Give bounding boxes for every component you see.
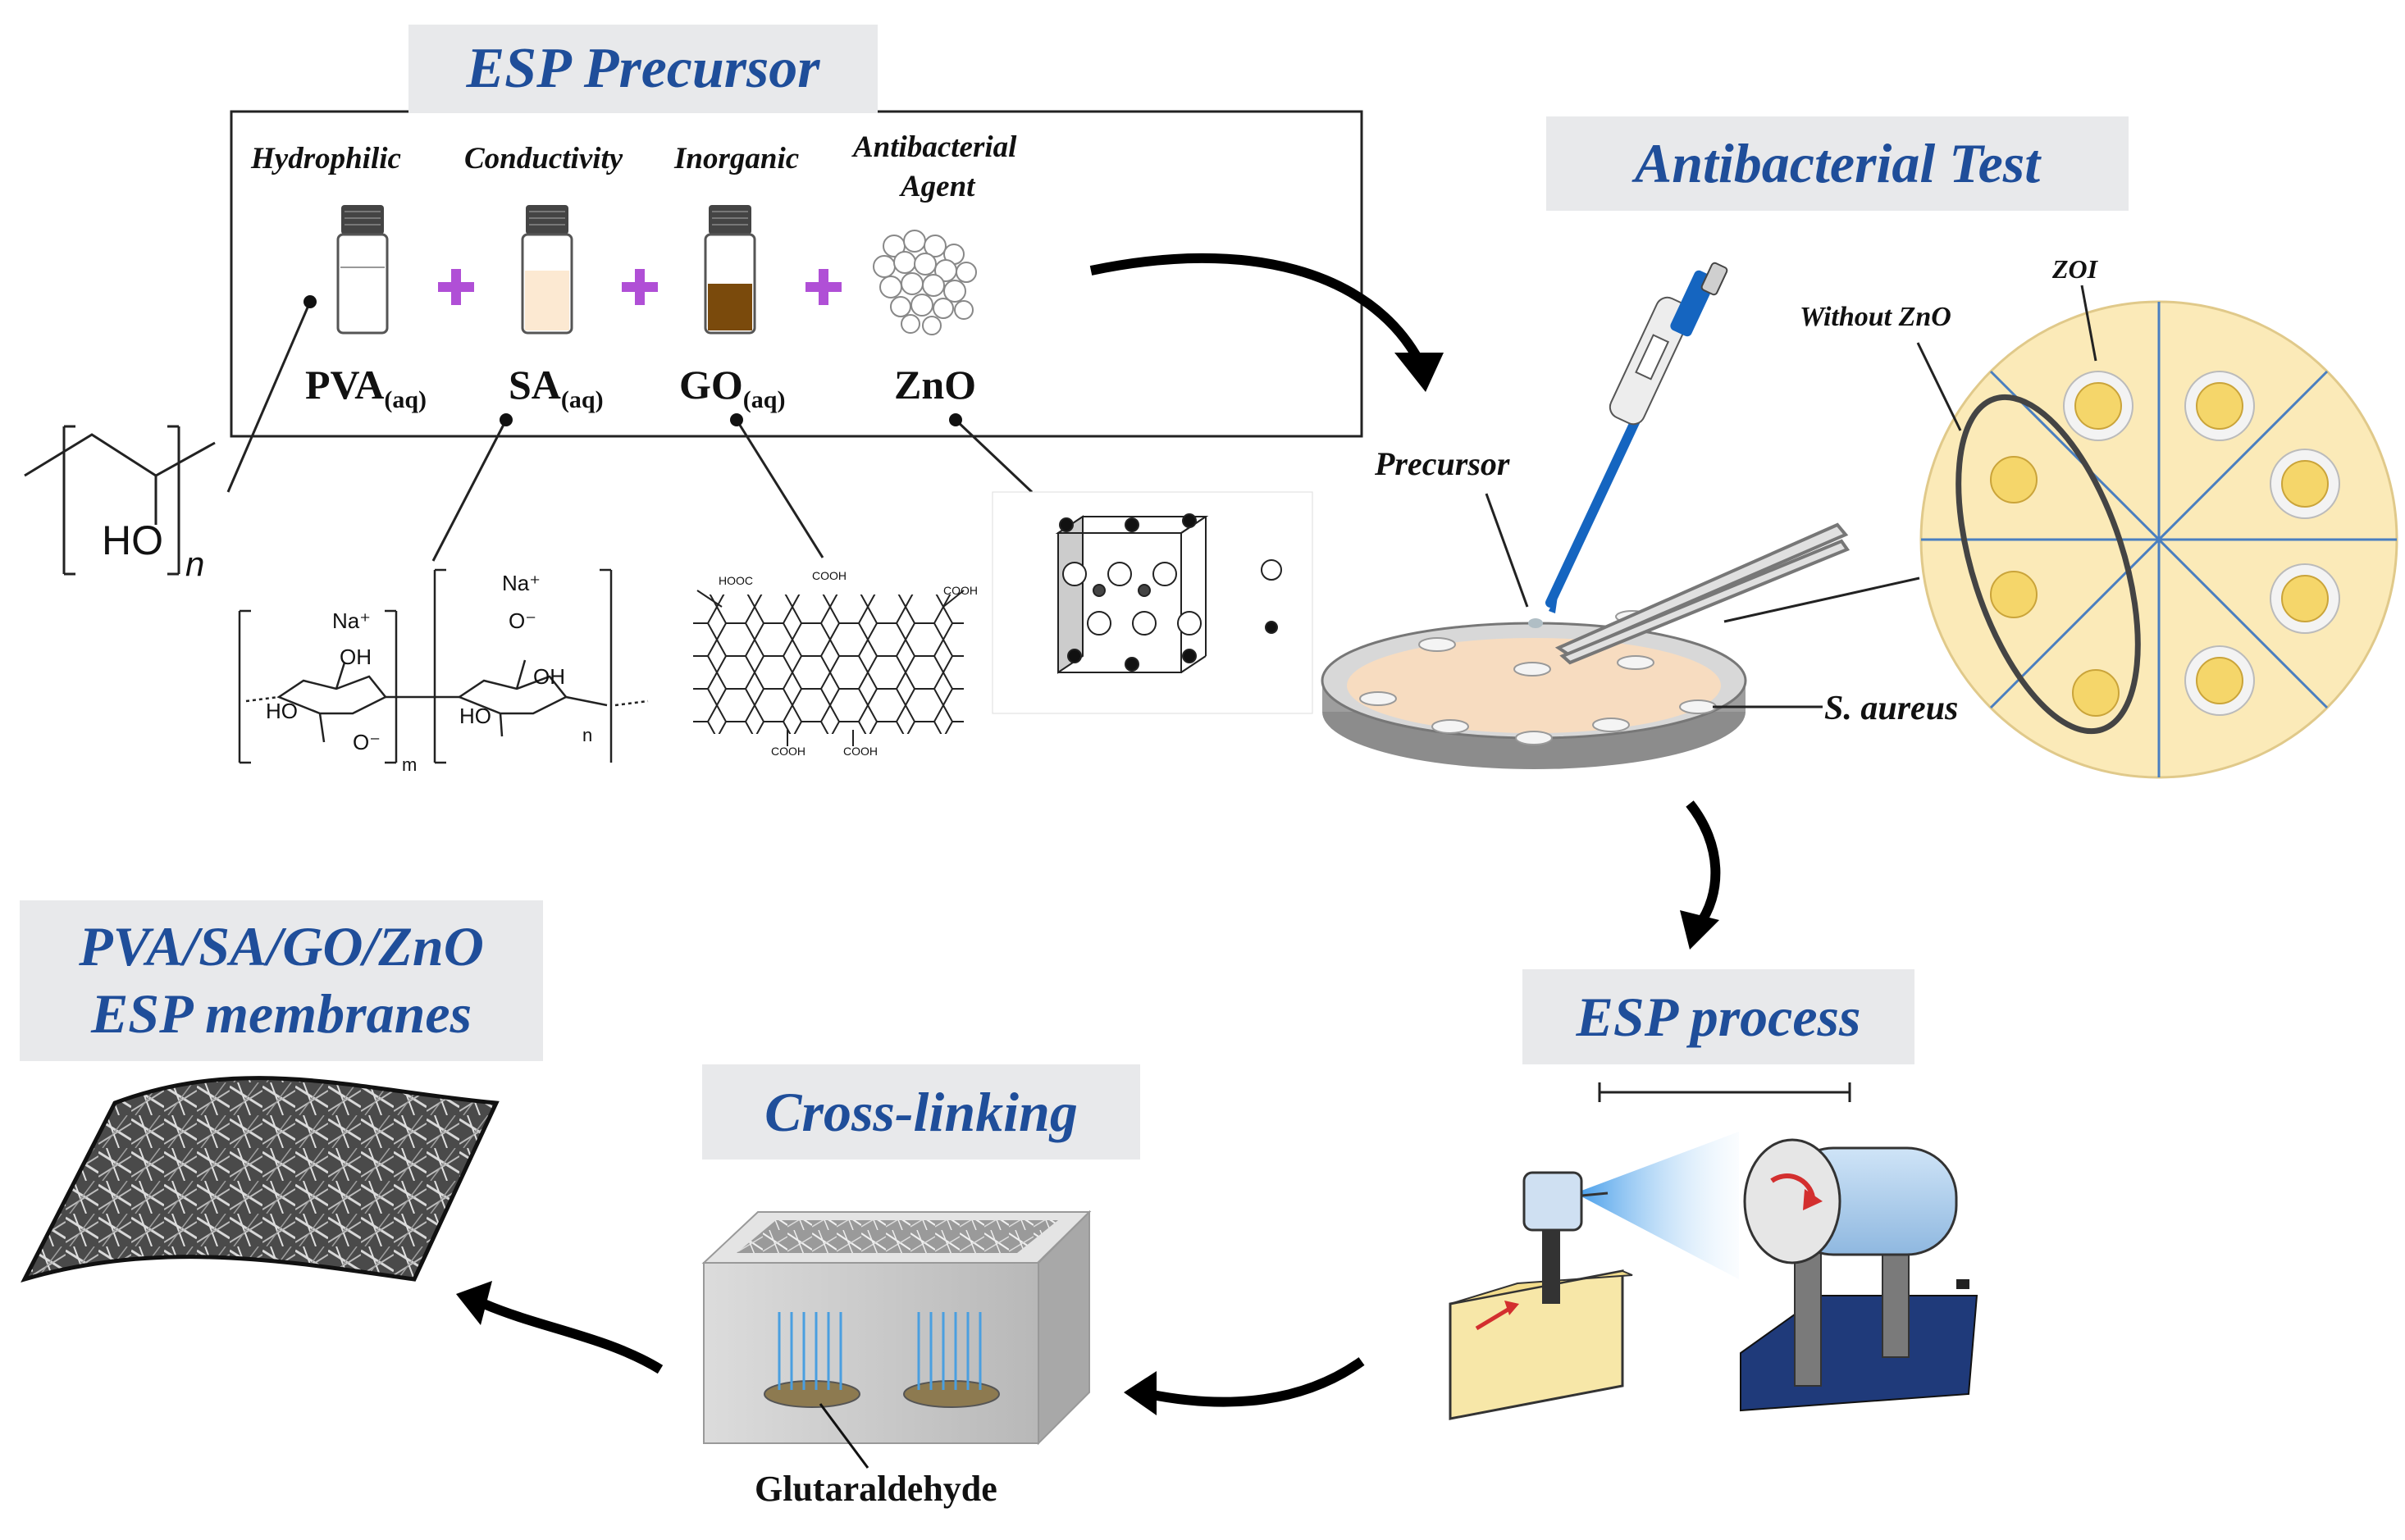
- sa-o-minus-label-2: O⁻: [509, 608, 536, 633]
- label-precursor: Precursor: [1375, 445, 1510, 482]
- label-pva: PVA(aq): [305, 361, 427, 414]
- label-go: GO(aq): [679, 361, 785, 414]
- label-zno: ZnO: [894, 362, 977, 408]
- sa-structure: [238, 568, 649, 764]
- plate-diagram: [1919, 300, 2398, 779]
- tweezers: [1554, 522, 1851, 665]
- title-antibacterial-test-text: Antibacterial Test: [1634, 132, 2041, 194]
- pva-n-label: n: [185, 544, 205, 583]
- esp-setup: [1449, 1082, 1978, 1420]
- label-conductivity: Conductivity: [464, 142, 623, 175]
- without-zno-leader: [1916, 342, 1962, 431]
- esp-membrane: [21, 1076, 500, 1283]
- petri-dish: [1321, 610, 1747, 769]
- plus-sign: [438, 269, 842, 305]
- go-cooh-label-2: COOH: [943, 584, 978, 597]
- title-cross-linking: Cross-linking: [702, 1064, 1140, 1160]
- label-sa-sub: (aq): [560, 386, 604, 413]
- pipette: [1545, 262, 1728, 613]
- go-cooh-label-1: COOH: [812, 569, 847, 582]
- label-hydrophilic: Hydrophilic: [251, 142, 401, 175]
- pva-structure: [24, 425, 216, 576]
- label-pva-main: PVA: [305, 362, 385, 408]
- arrow-esp-to-crosslink: [1147, 1357, 1365, 1407]
- title-cross-linking-text: Cross-linking: [764, 1080, 1078, 1143]
- crosslinking-chamber: [701, 1210, 1092, 1469]
- vial-pva: [336, 205, 389, 335]
- vial-go: [704, 205, 756, 335]
- title-esp-process: ESP process: [1522, 969, 1914, 1064]
- zno-particles: [873, 230, 977, 335]
- title-esp-precursor-text: ESP Precursor: [466, 37, 820, 100]
- label-antibacterial: Antibacterial: [853, 130, 1017, 164]
- label-glutaraldehyde: Glutaraldehyde: [755, 1469, 997, 1509]
- precursor-leader: [1485, 493, 1529, 608]
- title-esp-process-text: ESP process: [1576, 985, 1861, 1048]
- label-go-main: GO: [679, 362, 743, 408]
- zoi-disks: [1990, 371, 2340, 717]
- title-membranes-line2: ESP membranes: [90, 982, 472, 1045]
- sa-m-label: m: [402, 754, 418, 775]
- label-go-sub: (aq): [742, 386, 786, 413]
- label-zoi: ZOI: [2052, 254, 2098, 284]
- sa-n-label: n: [582, 725, 593, 745]
- go-structure: [693, 590, 965, 746]
- label-inorganic: Inorganic: [674, 142, 800, 175]
- title-membranes: PVA/SA/GO/ZnO ESP membranes: [20, 900, 543, 1061]
- pva-ho-label: HO: [102, 517, 163, 563]
- label-sa: SA(aq): [509, 361, 604, 414]
- vial-sa: [521, 205, 573, 335]
- title-membranes-line1: PVA/SA/GO/ZnO: [79, 915, 484, 978]
- without-zno-ellipse: [1955, 394, 2141, 735]
- sa-oh-label: OH: [340, 645, 372, 669]
- sa-ho-label-2: HO: [459, 704, 491, 728]
- sa-na-label-1: Na⁺: [332, 608, 371, 633]
- arrow-precursor-to-test: [1089, 253, 1424, 363]
- plate-leader: [1723, 576, 1920, 623]
- label-agent: Agent: [901, 170, 975, 203]
- arrow-crosslink-to-membrane: [481, 1299, 664, 1374]
- label-sa-main: SA: [509, 362, 561, 408]
- title-antibacterial-test: Antibacterial Test: [1546, 116, 2129, 211]
- go-cooh-label-4: COOH: [843, 745, 878, 758]
- label-s-aureus: S. aureus: [1824, 690, 1959, 727]
- zoi-leader: [2080, 285, 2097, 362]
- zno-crystal-structure: [992, 491, 1313, 714]
- label-without-zno: Without ZnO: [1800, 302, 1951, 332]
- title-esp-precursor: ESP Precursor: [408, 25, 878, 113]
- sa-o-minus-label-1: O⁻: [353, 730, 381, 754]
- sa-oh-label-2: OH: [533, 664, 565, 689]
- label-pva-sub: (aq): [384, 386, 427, 413]
- connector-lines: [226, 301, 1034, 562]
- go-hooc-label: HOOC: [719, 574, 753, 587]
- sa-na-label-2: Na⁺: [502, 571, 541, 595]
- go-cooh-label-3: COOH: [771, 745, 805, 758]
- sa-ho-label-1: HO: [266, 699, 298, 723]
- arrow-test-to-esp: [1686, 800, 1721, 930]
